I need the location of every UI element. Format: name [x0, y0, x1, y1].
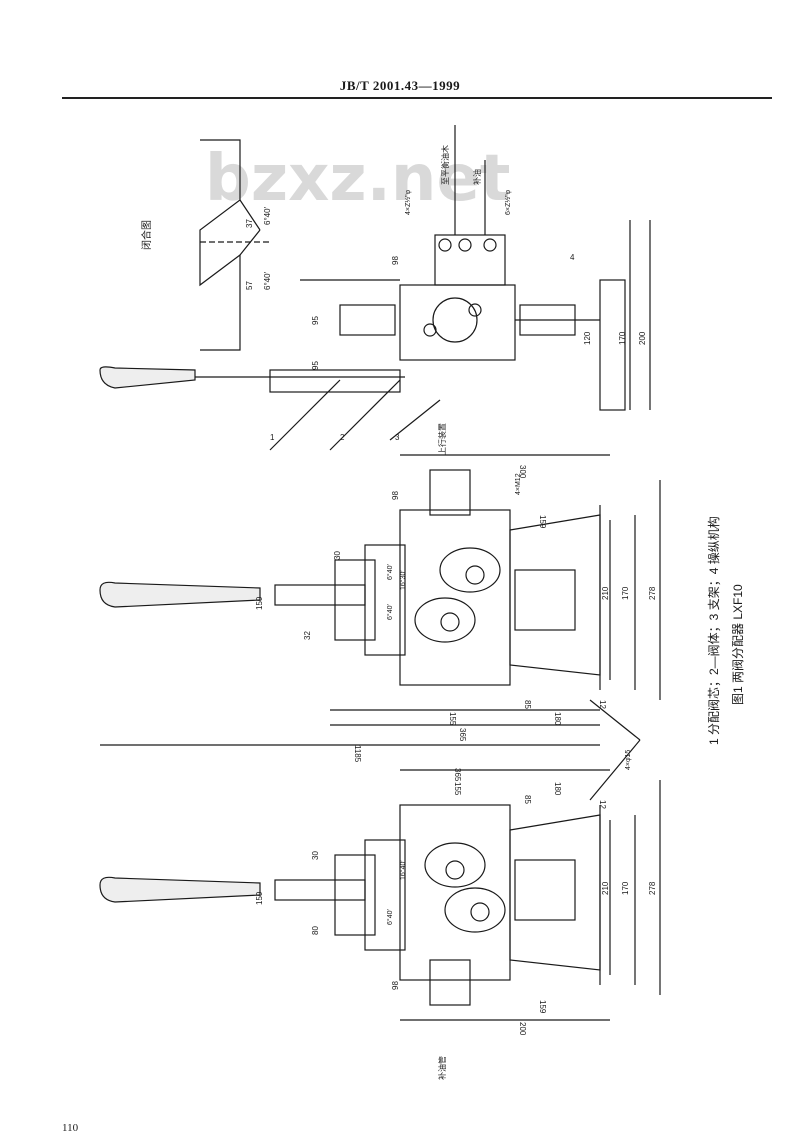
dimension-label: 6×Z½"φ	[504, 189, 512, 215]
dimension-label: 3	[395, 433, 400, 442]
dimension-label: 6°40′	[386, 564, 394, 580]
dimension-label: 200	[638, 331, 647, 345]
top-view-labels: 至平衡油木 补油 4×Z½"φ 6×Z½"φ 98 95 95 120 170 …	[270, 145, 647, 442]
dimension-label: 170	[618, 331, 627, 345]
middle-view: 上行装置 4×M12 300 159 98 30 32 150 210 170 …	[99, 423, 661, 763]
middle-view-labels: 上行装置 4×M12 300 159 98 30 32 150 210 170 …	[255, 423, 657, 763]
dimension-label: 98	[391, 981, 400, 990]
standard-code-header: JB/T 2001.43—1999	[339, 78, 461, 93]
dimension-label: 30	[311, 851, 320, 860]
dimension-label: 278	[648, 881, 657, 895]
dimension-label: 57	[245, 281, 254, 290]
dimension-label: 16°40′	[399, 860, 407, 880]
dimension-label: 4×φ15	[625, 750, 632, 770]
bottom-view-labels: 补油管 4×φ15 365 155 85 180 12 30 150 80 21…	[255, 750, 657, 1080]
dimension-label: 278	[648, 586, 657, 600]
dimension-label: 12	[598, 800, 607, 809]
dimension-label: 155	[448, 712, 457, 726]
dimension-label: 12	[598, 700, 607, 709]
dimension-label: 85	[523, 795, 532, 804]
inset-labels: 闭合图 6°40′ 6°40′ 37 57	[140, 206, 272, 290]
dimension-label: 98	[391, 491, 400, 500]
bottom-view: 补油管 4×φ15 365 155 85 180 12 30 150 80 21…	[99, 699, 661, 1080]
dimension-label: 80	[311, 926, 320, 935]
dimension-label: 95	[311, 361, 320, 370]
dimension-label: 170	[621, 586, 630, 600]
dimension-label: 95	[311, 316, 320, 325]
dimension-label: 150	[255, 596, 264, 610]
dimension-label: 1185	[353, 745, 362, 763]
dimension-label: 6°40′	[386, 909, 394, 925]
dimension-label: 闭合图	[140, 220, 153, 250]
dimension-label: 210	[601, 586, 610, 600]
dimension-label: 6°40′	[263, 271, 272, 290]
dimension-label: 4×M12	[515, 473, 522, 495]
header-rule	[62, 97, 772, 99]
dimension-label: 补油	[472, 169, 482, 185]
dimension-label: 159	[538, 515, 547, 529]
dimension-label: 159	[538, 1000, 547, 1014]
dimension-label: 365	[453, 768, 462, 782]
dimension-label: 210	[601, 881, 610, 895]
dimension-label: 180	[553, 712, 562, 726]
dimension-label: 16°30′	[399, 570, 407, 590]
figure-caption: 1 分配阀芯；2—阀体；3 支架；4 操纵机构 图1 两阀分配器 LXF10	[706, 516, 745, 745]
dimension-label: 85	[523, 700, 532, 709]
dimension-label: bzxz.net	[205, 142, 510, 216]
dimension-label: 6°40′	[263, 206, 272, 225]
page-number: 110	[62, 1122, 79, 1134]
dimension-label: 150	[255, 891, 264, 905]
dimension-label: 98	[391, 256, 400, 265]
dimension-label: 1	[270, 433, 275, 442]
inset-detail: 闭合图 6°40′ 6°40′ 37 57	[140, 139, 272, 351]
caption-figure-title: 图1 两阀分配器 LXF10	[731, 584, 745, 705]
dimension-label: 至平衡油木	[440, 145, 450, 185]
dimension-label: 4×Z½"φ	[404, 189, 412, 215]
dimension-label: 4	[570, 253, 575, 262]
dimension-label: 2	[340, 433, 345, 442]
dimension-label: 365	[458, 728, 467, 742]
caption-legend: 1 分配阀芯；2—阀体；3 支架；4 操纵机构	[706, 516, 721, 745]
dimension-label: 32	[303, 631, 312, 640]
dimension-label: 37	[245, 219, 254, 228]
dimension-label: 300	[518, 465, 527, 479]
watermark: bzxz.net	[205, 142, 510, 216]
dimension-label: 200	[518, 1022, 527, 1036]
dimension-label: 155	[453, 782, 462, 796]
dimension-label: 180	[553, 782, 562, 796]
dimension-label: 30	[333, 551, 342, 560]
dimension-label: 补油管	[437, 1056, 447, 1080]
dimension-label: 170	[621, 881, 630, 895]
dimension-label: 上行装置	[437, 423, 447, 455]
dimension-label: 6°40′	[386, 604, 394, 620]
dimension-label: 120	[583, 331, 592, 345]
top-view: 至平衡油木 补油 4×Z½"φ 6×Z½"φ 98 95 95 120 170 …	[99, 125, 651, 451]
